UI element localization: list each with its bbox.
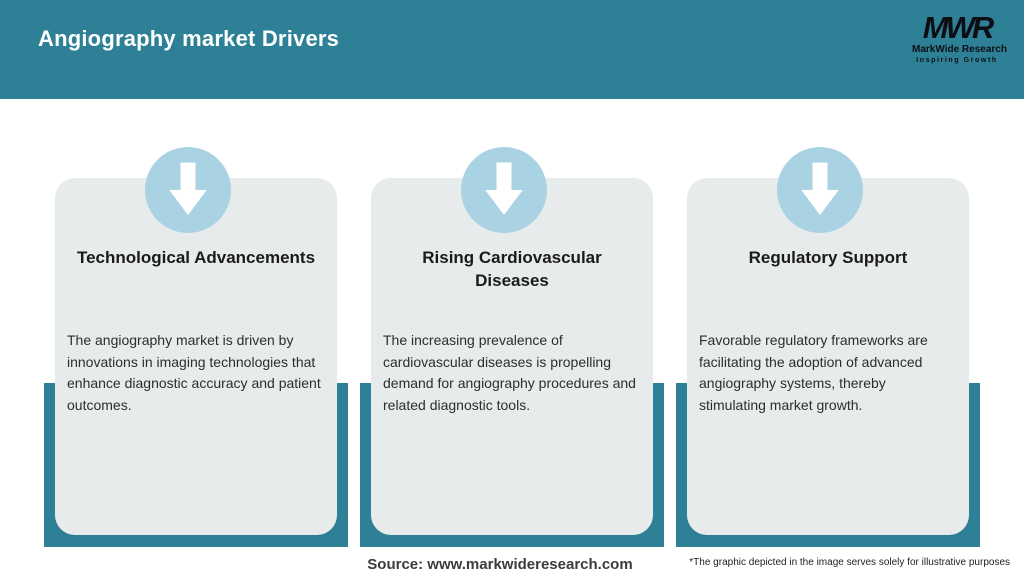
logo-monogram: MWR [922, 10, 994, 45]
card-body-text: The increasing prevalence of cardiovascu… [383, 332, 636, 413]
logo-company-name: MarkWide Research [912, 44, 1007, 55]
card-title: Regulatory Support [748, 248, 908, 267]
down-arrow-badge-2 [461, 147, 547, 233]
page-title: Angiography market Drivers [38, 26, 340, 51]
header-band: Angiography market Drivers MWR MarkWide … [0, 0, 1024, 99]
card-body-text: Favorable regulatory frameworks are faci… [699, 332, 928, 413]
card-title: Technological Advancements [76, 248, 316, 267]
logo-tagline: Inspiring Growth [916, 57, 998, 64]
disclaimer-text: *The graphic depicted in the image serve… [689, 557, 1010, 568]
down-arrow-icon [801, 162, 839, 215]
down-arrow-icon [485, 162, 523, 215]
down-arrow-badge-1 [145, 147, 231, 233]
down-arrow-badge-3 [777, 147, 863, 233]
card-title: Rising Cardiovascular Diseases [422, 248, 602, 290]
card-body-text: The angiography market is driven by inno… [67, 332, 321, 413]
driver-card-regulatory-support: Regulatory Support Favorable regulatory … [687, 178, 969, 535]
source-text: Source: www.markwideresearch.com [367, 556, 633, 573]
down-arrow-icon [169, 162, 207, 215]
driver-card-technological-advancements: Technological Advancements The angiograp… [55, 178, 337, 535]
markwide-logo: MWR MarkWide Research Inspiring Growth [912, 10, 1007, 64]
driver-card-rising-cardiovascular-diseases: Rising Cardiovascular Diseases The incre… [371, 178, 653, 535]
source-line: Source: www.markwideresearch.com [0, 556, 1012, 573]
